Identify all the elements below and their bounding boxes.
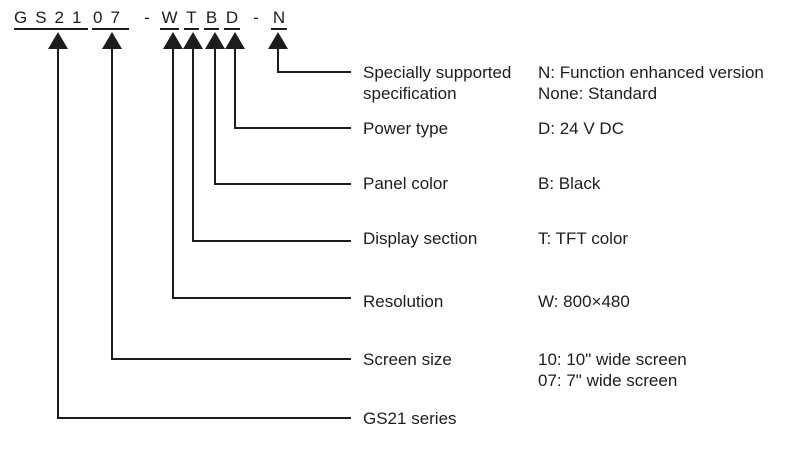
connector-line-series	[57, 46, 351, 419]
label-display-section: Display section	[363, 229, 478, 248]
value-screen-size: 10: 10" wide screen 07: 7" wide screen	[538, 350, 687, 390]
value-resolution: W: 800×480	[538, 292, 630, 311]
arrow-up-icon	[205, 32, 225, 49]
arrow-up-icon	[102, 32, 122, 49]
code-segment-panel: B	[204, 5, 219, 30]
value-specially-supported: N: Function enhanced version None: Stand…	[538, 63, 764, 103]
connector-line-size	[111, 46, 351, 360]
connector-line-special	[277, 46, 351, 73]
label-power-type: Power type	[363, 119, 449, 138]
code-segment-series: GS21	[14, 5, 88, 30]
label-resolution: Resolution	[363, 292, 444, 311]
value-panel-color: B: Black	[538, 174, 601, 193]
label-screen-size: Screen size	[363, 350, 452, 369]
arrow-up-icon	[225, 32, 245, 49]
arrow-up-icon	[48, 32, 68, 49]
label-specially-supported: Specially supported specification	[363, 63, 512, 103]
code-separator: -	[253, 8, 259, 27]
code-segment-display: T	[184, 5, 199, 30]
connector-line-power	[234, 46, 351, 129]
connector-line-resolution	[172, 46, 351, 299]
code-segment-size: 07	[92, 5, 129, 30]
connector-line-display	[192, 46, 351, 242]
arrow-up-icon	[163, 32, 183, 49]
code-separator: -	[144, 8, 150, 27]
arrow-up-icon	[183, 32, 203, 49]
value-power-type: D: 24 V DC	[538, 119, 624, 138]
value-display-section: T: TFT color	[538, 229, 629, 248]
code-segment-power: D	[224, 5, 240, 30]
code-segment-resolution: W	[160, 5, 179, 30]
code-segment-special: N	[271, 5, 287, 30]
label-gs21-series: GS21 series	[363, 409, 457, 428]
label-panel-color: Panel color	[363, 174, 449, 193]
connector-line-panel	[214, 46, 351, 185]
arrow-up-icon	[268, 32, 288, 49]
